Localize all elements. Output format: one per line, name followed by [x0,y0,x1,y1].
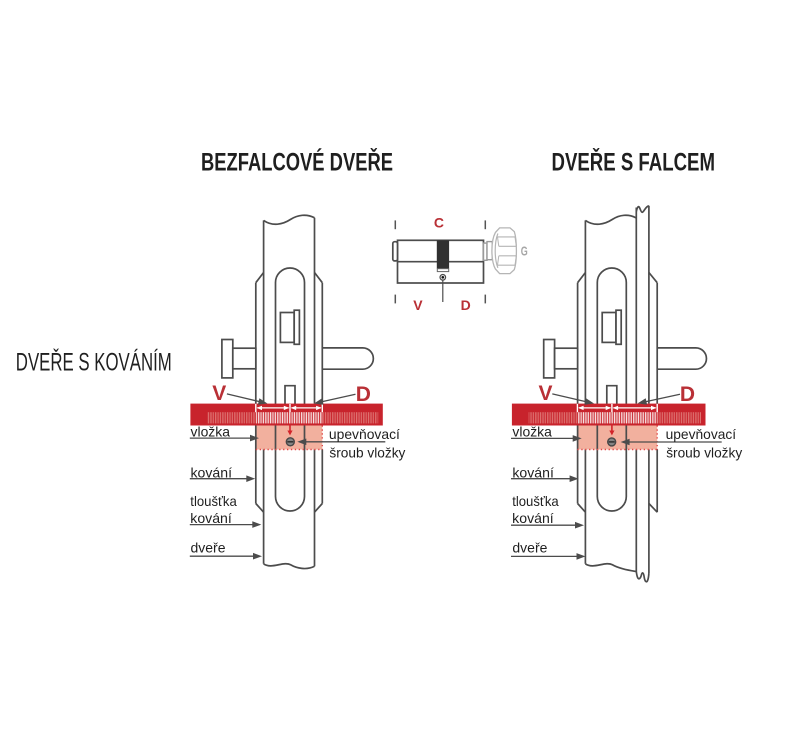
svg-text:D: D [461,297,471,313]
svg-text:upevňovací: upevňovací [329,426,400,442]
svg-text:G: G [521,244,528,258]
svg-text:D: D [680,383,695,406]
svg-text:vložka: vložka [191,423,231,439]
svg-text:tloušťka: tloušťka [190,493,237,509]
svg-text:DVEŘE S FALCEM: DVEŘE S FALCEM [552,146,716,176]
svg-text:V: V [538,382,552,405]
svg-text:šroub vložky: šroub vložky [666,445,742,461]
svg-text:kování: kování [512,510,554,526]
svg-text:šroub vložky: šroub vložky [329,445,405,461]
svg-text:kování: kování [191,464,233,480]
svg-text:dveře: dveře [191,539,226,555]
svg-text:BEZFALCOVÉ DVEŘE: BEZFALCOVÉ DVEŘE [201,146,393,176]
svg-text:D: D [356,383,371,406]
svg-text:vložka: vložka [512,423,552,439]
svg-text:V: V [212,382,226,405]
svg-text:kování: kování [190,510,232,526]
svg-text:DVEŘE S KOVÁNÍM: DVEŘE S KOVÁNÍM [16,348,172,377]
svg-text:C: C [434,214,444,230]
svg-text:dveře: dveře [512,539,547,555]
svg-text:kování: kování [512,464,554,480]
svg-text:upevňovací: upevňovací [666,426,737,442]
svg-text:V: V [413,297,423,313]
svg-text:tloušťka: tloušťka [512,493,559,509]
